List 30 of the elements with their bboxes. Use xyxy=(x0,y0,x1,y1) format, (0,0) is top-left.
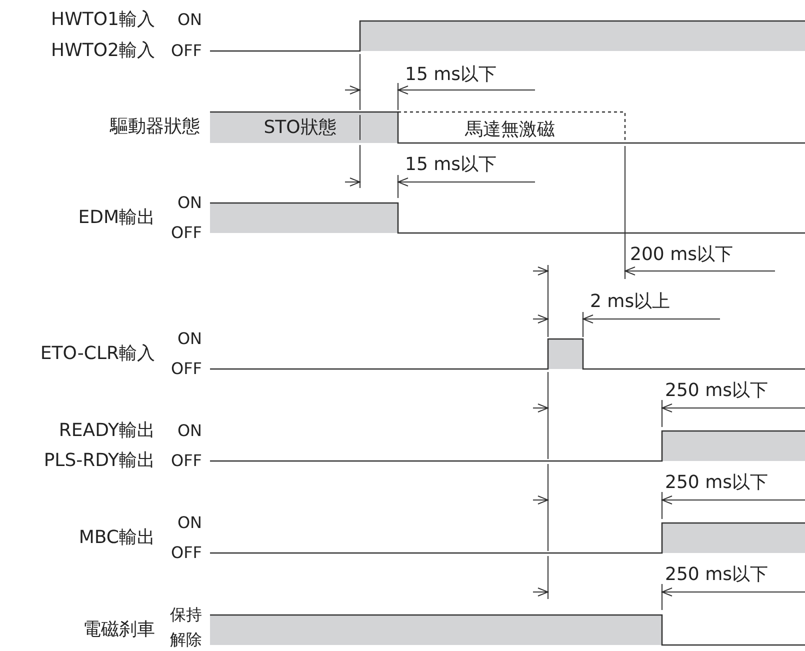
state-label: ON xyxy=(177,329,202,349)
state-label: OFF xyxy=(171,543,202,563)
signal-name: MBC輸出 xyxy=(78,528,155,548)
state-label: ON xyxy=(177,421,202,441)
signal-name: 電磁刹車 xyxy=(83,620,155,640)
timing-label: 250 ms以下 xyxy=(665,381,768,401)
state-label: OFF xyxy=(171,223,202,243)
state-text: 馬達無激磁 xyxy=(465,120,555,140)
timing-label: 15 ms以下 xyxy=(405,65,497,85)
state-label: OFF xyxy=(171,451,202,471)
timing-label: 200 ms以下 xyxy=(630,245,733,265)
signal-name: EDM輸出 xyxy=(78,208,155,228)
signal-name: ETO-CLR輸入 xyxy=(40,344,155,364)
signal-name: PLS-RDY輸出 xyxy=(44,451,155,471)
state-label: ON xyxy=(177,513,202,533)
timing-label: 15 ms以下 xyxy=(405,155,497,175)
state-label: 保持 xyxy=(170,605,202,625)
state-label: OFF xyxy=(171,41,202,61)
state-label: ON xyxy=(177,10,202,30)
timing-label: 2 ms以上 xyxy=(590,292,670,312)
signal-name: HWTO1輸入 xyxy=(51,10,155,30)
state-label: ON xyxy=(177,193,202,213)
signal-name: READY輸出 xyxy=(58,421,155,441)
state-label: 解除 xyxy=(170,630,202,650)
state-text: STO狀態 xyxy=(264,118,336,138)
state-label: OFF xyxy=(171,359,202,379)
signal-name: HWTO2輸入 xyxy=(51,41,155,61)
timing-label: 250 ms以下 xyxy=(665,565,768,585)
timing-label: 250 ms以下 xyxy=(665,473,768,493)
signal-name: 驅動器狀態 xyxy=(110,117,200,137)
